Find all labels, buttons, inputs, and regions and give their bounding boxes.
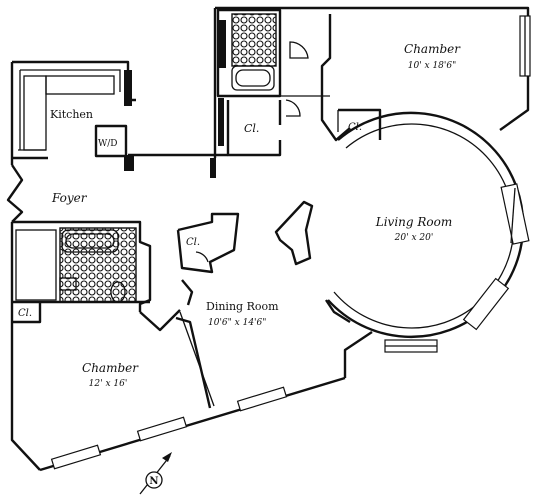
chamber-top [320,14,531,142]
closet-left-label: Cl. [18,308,32,319]
window-rot-2 [462,277,510,331]
foyer-label: Foyer [51,191,88,205]
compass-letter: N [149,476,158,487]
closet-right-label: Cl. [348,122,362,133]
closet-mid-walls [124,100,282,178]
bath-bottom [12,220,194,332]
kitchen [12,69,132,160]
structural-column [274,200,314,266]
chamber-bottom-name: Chamber [82,361,139,375]
living-room-name: Living Room [375,215,453,229]
window-rot-1 [500,183,530,245]
window-bottom-1 [50,444,102,470]
dining-divider [325,299,351,324]
window-bottom-2 [136,416,188,442]
windows-bottom [50,386,288,470]
closet-mid-label: Cl. [244,122,259,135]
tile-floor-top [231,13,277,67]
partition-chamber-dining [175,311,215,409]
wd-label: W/D [98,139,118,149]
compass: N [139,452,172,495]
closet-center-label: Cl. [186,237,200,248]
chamber-bottom-dims: 12' x 16' [89,379,128,389]
living-room-dims: 20' x 20' [394,233,434,243]
kitchen-name: Kitchen [50,108,93,121]
closet-center-walls [176,212,240,274]
chamber-top-name: Chamber [404,42,461,56]
chamber-top-dims: 10' x 18'6" [408,61,457,71]
dining-room-dims: 10'6" x 14'6" [208,318,266,328]
window-bottom-3 [236,386,288,412]
north-arrow-icon [162,452,172,462]
bath-top [216,8,330,146]
dining-room-name: Dining Room [206,300,279,313]
living-room-rotunda [327,111,530,353]
